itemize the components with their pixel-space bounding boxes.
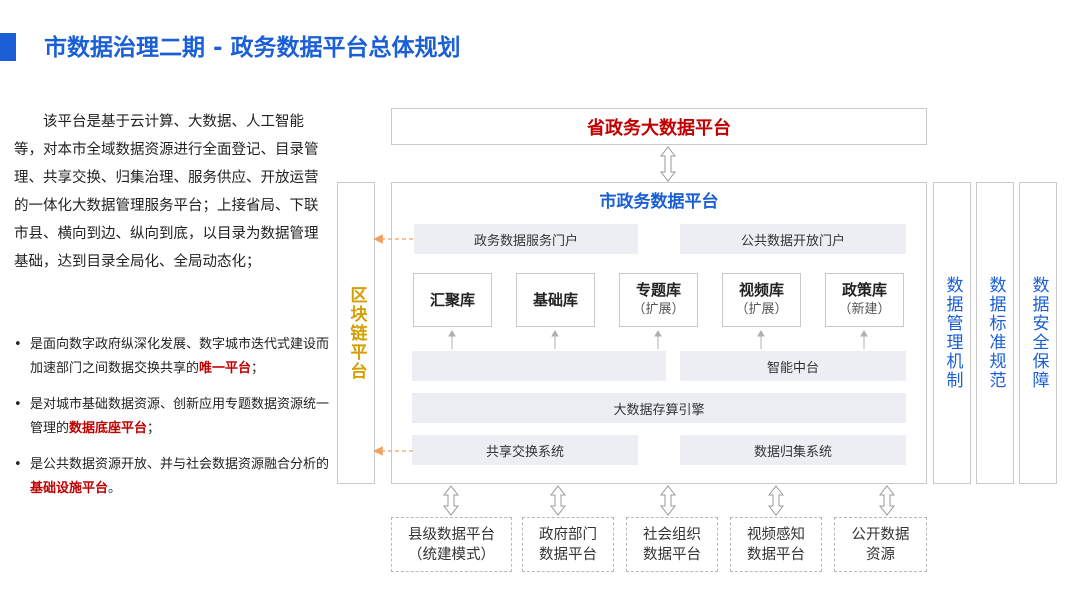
database-sub: （新建） <box>838 302 891 317</box>
source-double-arrows <box>442 485 896 516</box>
database-name: 基础库 <box>532 291 578 309</box>
bullet-text: 是面向数字政府纵深化发展、数字城市迭代式建设而加速部门之间数据交换共享的 <box>30 337 330 376</box>
source-line2: （统建模式） <box>408 546 495 563</box>
page-title: 市数据治理二期 - 政务数据平台总体规划 <box>44 35 461 61</box>
bullet-highlight: 基础设施平台 <box>30 481 109 496</box>
bullet-highlight: 唯一平台 <box>199 361 252 376</box>
database-box-4: 视频库 （扩展） <box>722 273 801 327</box>
bullet-end: ； <box>251 361 265 376</box>
bullet-dot: • <box>14 397 22 412</box>
database-sub: （扩展） <box>632 302 685 317</box>
city-platform-title: 市政务数据平台 <box>599 192 719 212</box>
intro-paragraph: 该平台是基于云计算、大数据、人工智能等，对本市全域数据资源进行全面登记、目录管理… <box>14 114 319 270</box>
middle-platform-left <box>412 351 666 381</box>
pillar-label: 数据安全保障 <box>1028 276 1049 390</box>
source-line1: 公开数据 <box>851 526 910 543</box>
bullet-item-2: • 是对城市基础数据资源、创新应用专题数据资源统一管理的数据底座平台； <box>14 393 332 441</box>
side-pillar-management: 数据管理机制 <box>933 182 971 484</box>
database-name: 视频库 <box>738 281 784 299</box>
province-platform-box: 省政务大数据平台 <box>391 108 927 145</box>
source-line2: 数据平台 <box>539 546 597 563</box>
storage-compute-engine: 大数据存算引擎 <box>412 393 906 423</box>
database-name: 专题库 <box>635 281 681 299</box>
source-box-1: 县级数据平台 （统建模式） <box>391 517 512 572</box>
pillar-label: 数据管理机制 <box>942 276 963 390</box>
gov-service-portal: 政务数据服务门户 <box>414 224 638 254</box>
source-box-4: 视频感知 数据平台 <box>730 517 822 572</box>
database-box-3: 专题库 （扩展） <box>619 273 698 327</box>
source-line1: 县级数据平台 <box>408 526 495 543</box>
database-box-1: 汇聚库 <box>413 273 492 327</box>
database-sub: （扩展） <box>735 302 788 317</box>
bullet-item-3: • 是公共数据资源开放、并与社会数据资源融合分析的基础设施平台。 <box>14 453 332 501</box>
source-line1: 视频感知 <box>747 526 805 543</box>
source-box-2: 政府部门 数据平台 <box>522 517 614 572</box>
source-box-3: 社会组织 数据平台 <box>626 517 718 572</box>
bullet-dot: • <box>14 457 22 472</box>
source-box-5: 公开数据 资源 <box>834 517 927 572</box>
share-exchange-system: 共享交换系统 <box>412 435 638 465</box>
bullet-item-1: • 是面向数字政府纵深化发展、数字城市迭代式建设而加速部门之间数据交换共享的唯一… <box>14 333 332 381</box>
bullet-highlight: 数据底座平台 <box>69 421 148 436</box>
ai-middle-platform: 智能中台 <box>680 351 906 381</box>
blockchain-platform-box: 区块链平台 <box>337 182 375 484</box>
database-box-2: 基础库 <box>516 273 595 327</box>
bullet-text: 是对城市基础数据资源、创新应用专题数据资源统一管理的 <box>30 397 330 436</box>
blockchain-label: 区块链平台 <box>346 285 367 381</box>
source-line1: 政府部门 <box>539 526 597 543</box>
bullet-list: • 是面向数字政府纵深化发展、数字城市迭代式建设而加速部门之间数据交换共享的唯一… <box>14 333 332 513</box>
public-open-portal: 公共数据开放门户 <box>680 224 906 254</box>
database-name: 汇聚库 <box>429 291 475 309</box>
source-line2: 数据平台 <box>747 546 805 563</box>
bullet-end: 。 <box>108 481 122 496</box>
side-pillar-security: 数据安全保障 <box>1019 182 1057 484</box>
database-name: 政策库 <box>841 281 887 299</box>
pillar-label: 数据标准规范 <box>985 276 1006 390</box>
bullet-dot: • <box>14 337 22 352</box>
source-line2: 资源 <box>866 546 895 563</box>
database-box-5: 政策库 （新建） <box>825 273 904 327</box>
double-arrow-province-city <box>659 146 677 182</box>
side-pillar-standards: 数据标准规范 <box>976 182 1014 484</box>
city-platform-box: 市政务数据平台 政务数据服务门户 公共数据开放门户 汇聚库 基础库 专题库 （扩… <box>391 182 927 484</box>
source-line1: 社会组织 <box>643 526 701 543</box>
source-line2: 数据平台 <box>643 546 701 563</box>
title-accent-bar <box>0 33 16 61</box>
bullet-text: 是公共数据资源开放、并与社会数据资源融合分析的 <box>30 457 330 472</box>
data-collection-system: 数据归集系统 <box>680 435 906 465</box>
bullet-end: ； <box>147 421 161 436</box>
